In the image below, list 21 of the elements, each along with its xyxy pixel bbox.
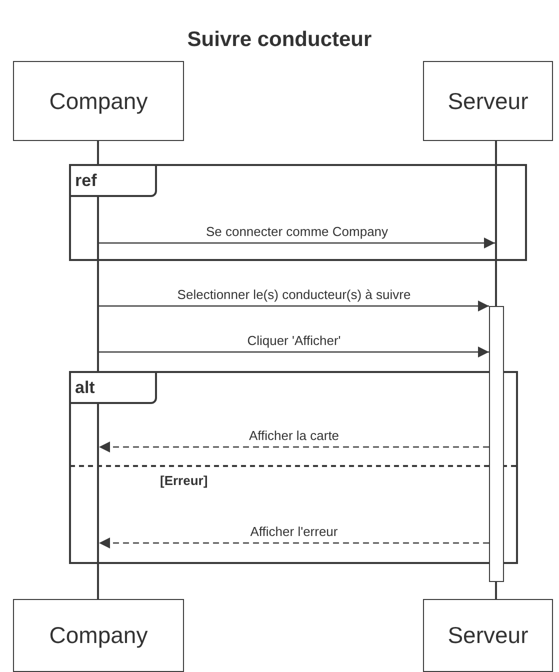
guard-condition: [Erreur]	[160, 472, 208, 490]
participant-box: Company	[13, 61, 184, 141]
frame-tab: ref	[69, 164, 157, 197]
message-arrow	[99, 442, 489, 452]
message-label: Selectionner le(s) conducteur(s) à suivre	[175, 287, 413, 302]
message-arrow	[99, 346, 489, 358]
participant-box: Serveur	[423, 599, 553, 672]
message-arrow	[99, 300, 489, 312]
participant-box: Serveur	[423, 61, 553, 141]
message-label: Cliquer 'Afficher'	[245, 333, 343, 348]
message-arrow	[99, 238, 495, 248]
lifeline	[495, 141, 497, 599]
activation-bar	[489, 306, 504, 582]
diagram-title: Suivre conducteur	[186, 27, 373, 53]
frame-tab: alt	[69, 371, 157, 404]
message-label: Se connecter comme Company	[204, 224, 390, 239]
message-label: Afficher la carte	[246, 428, 342, 443]
message-label: Afficher l'erreur	[248, 524, 340, 539]
message-arrow	[99, 538, 489, 548]
participant-box: Company	[13, 599, 184, 672]
lifeline	[97, 141, 99, 599]
